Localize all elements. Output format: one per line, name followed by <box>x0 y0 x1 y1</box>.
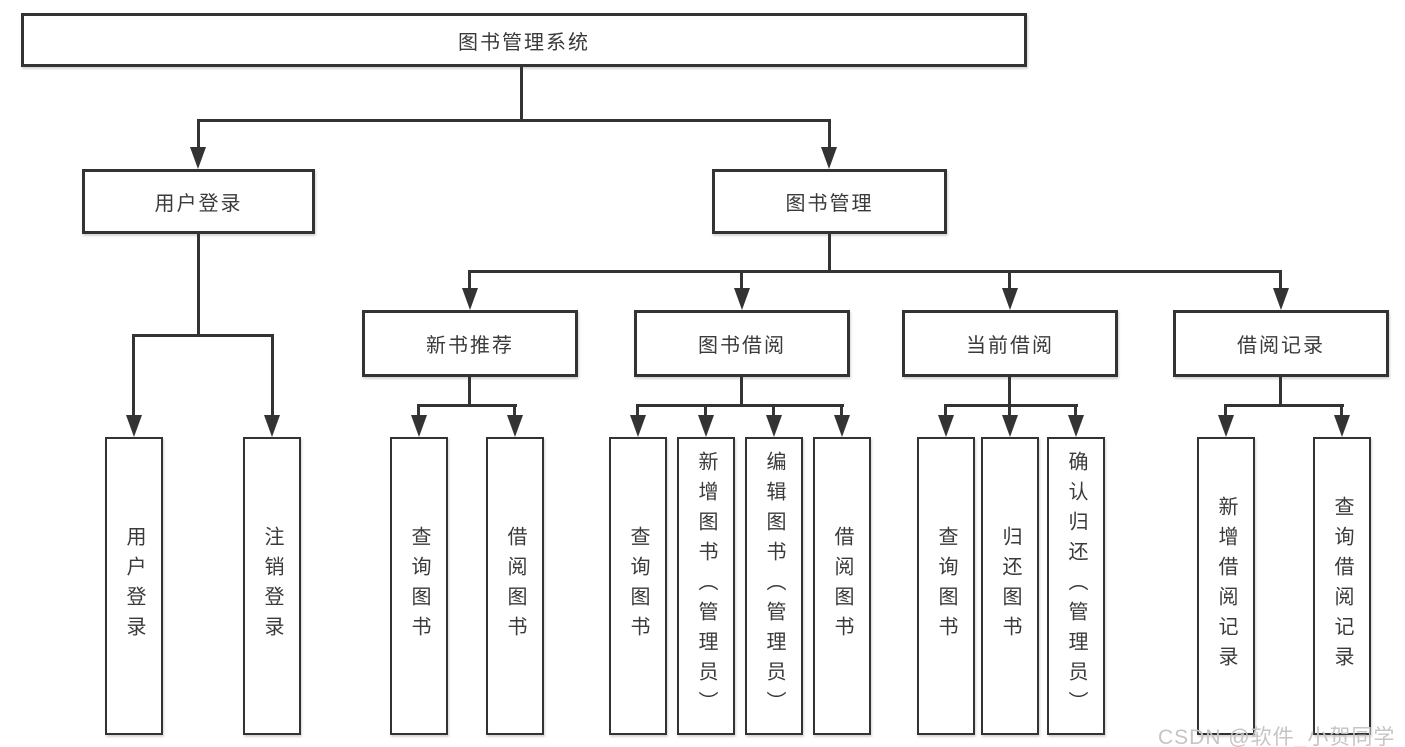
node-book-borrow: 图书借阅 <box>634 310 850 377</box>
arrowhead-down-icon <box>630 415 646 437</box>
connector-line <box>1279 270 1282 290</box>
leaf-confirm-return-admin: 确认归还（管理员） <box>1047 437 1105 735</box>
node-root-library-system: 图书管理系统 <box>21 13 1027 67</box>
connector-line <box>417 404 517 407</box>
leaf-add-borrow-record: 新增借阅记录 <box>1197 437 1255 735</box>
leaf-query-books-2: 查询图书 <box>609 437 667 735</box>
connector-line <box>636 404 639 417</box>
leaf-add-books-admin: 新增图书（管理员） <box>677 437 735 735</box>
connector-line <box>468 270 1282 273</box>
connector-line <box>636 404 844 407</box>
connector-line <box>197 232 200 337</box>
connector-line <box>468 375 471 407</box>
connector-line <box>704 404 707 417</box>
leaf-return-books: 归还图书 <box>981 437 1039 735</box>
connector-line <box>513 404 516 417</box>
arrowhead-down-icon <box>821 147 837 169</box>
node-borrow-records: 借阅记录 <box>1173 310 1389 377</box>
connector-line <box>740 270 743 290</box>
arrowhead-down-icon <box>766 415 782 437</box>
arrowhead-down-icon <box>507 415 523 437</box>
arrowhead-down-icon <box>1002 415 1018 437</box>
arrowhead-down-icon <box>734 288 750 310</box>
connector-line <box>520 66 523 122</box>
arrowhead-down-icon <box>411 415 427 437</box>
arrowhead-down-icon <box>1273 288 1289 310</box>
connector-line <box>1224 404 1344 407</box>
node-book-management: 图书管理 <box>712 169 947 234</box>
connector-line <box>1008 270 1011 290</box>
arrowhead-down-icon <box>698 415 714 437</box>
arrowhead-down-icon <box>834 415 850 437</box>
arrowhead-down-icon <box>190 147 206 169</box>
connector-line <box>468 270 471 290</box>
arrowhead-down-icon <box>1218 415 1234 437</box>
arrowhead-down-icon <box>1002 288 1018 310</box>
leaf-borrow-books-1: 借阅图书 <box>486 437 544 735</box>
arrowhead-down-icon <box>938 415 954 437</box>
node-new-book-recommend: 新书推荐 <box>362 310 578 377</box>
connector-line <box>828 232 831 273</box>
leaf-query-books-3: 查询图书 <box>917 437 975 735</box>
node-user-login: 用户登录 <box>82 169 315 234</box>
connector-line <box>944 404 1078 407</box>
connector-line <box>197 119 200 151</box>
connector-line <box>1008 404 1011 417</box>
leaf-user-login: 用户登录 <box>105 437 163 735</box>
leaf-edit-books-admin: 编辑图书（管理员） <box>745 437 803 735</box>
leaf-query-books-1: 查询图书 <box>390 437 448 735</box>
arrowhead-down-icon <box>1068 415 1084 437</box>
leaf-query-borrow-record: 查询借阅记录 <box>1313 437 1371 735</box>
arrowhead-down-icon <box>264 415 280 437</box>
connector-line <box>132 334 135 417</box>
connector-line <box>1074 404 1077 417</box>
connector-line <box>828 119 831 151</box>
connector-line <box>944 404 947 417</box>
leaf-borrow-books-2: 借阅图书 <box>813 437 871 735</box>
connector-line <box>1224 404 1227 417</box>
connector-line <box>740 375 743 407</box>
connector-line <box>1279 375 1282 407</box>
connector-line <box>271 334 274 417</box>
connector-line <box>840 404 843 417</box>
arrowhead-down-icon <box>462 288 478 310</box>
connector-line <box>417 404 420 417</box>
connector-line <box>1008 375 1011 407</box>
connector-line <box>132 334 274 337</box>
leaf-logout: 注销登录 <box>243 437 301 735</box>
connector-line <box>772 404 775 417</box>
arrowhead-down-icon <box>1334 415 1350 437</box>
connector-line <box>1340 404 1343 417</box>
connector-line <box>197 119 831 122</box>
arrowhead-down-icon <box>126 415 142 437</box>
node-current-borrow: 当前借阅 <box>902 310 1118 377</box>
